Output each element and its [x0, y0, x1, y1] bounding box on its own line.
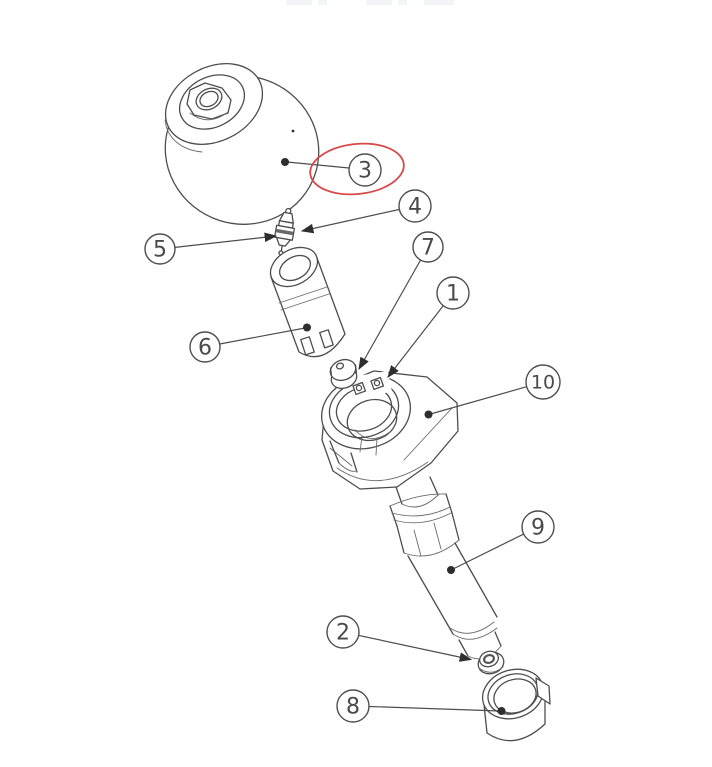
highlight-ellipse	[309, 142, 405, 196]
part-end-cap	[481, 668, 551, 742]
leader-line-7	[358, 259, 422, 371]
leader-line-5	[174, 232, 278, 248]
cropped-text-remnant	[286, 0, 454, 5]
part-washer	[477, 650, 505, 675]
part-snap-ring	[328, 371, 400, 439]
callout-4: 4	[398, 189, 432, 223]
leader-line-6	[219, 327, 306, 345]
callout-4-label: 4	[408, 195, 422, 220]
leader-lines	[174, 158, 527, 715]
part-knob	[329, 358, 358, 390]
callout-10: 10	[525, 364, 561, 400]
part-valve-core	[273, 207, 296, 256]
callout-6: 6	[189, 331, 221, 363]
leader-line-1	[387, 305, 444, 378]
callout-5: 5	[144, 233, 176, 265]
part-sleeve	[269, 246, 346, 358]
leader-line-8	[368, 705, 501, 712]
leader-line-4	[300, 208, 400, 234]
callout-3-label: 3	[358, 159, 372, 184]
callout-2-label: 2	[336, 621, 350, 646]
leader-dot-9	[447, 566, 455, 574]
callout-7: 7	[412, 231, 444, 263]
callout-8: 8	[336, 689, 370, 723]
leader-dot-3	[281, 158, 289, 166]
leader-dot-10	[424, 410, 433, 419]
leader-line-2	[358, 634, 473, 662]
callout-1-label: 1	[446, 282, 460, 307]
leader-line-9	[452, 533, 524, 570]
leader-line-10	[430, 386, 527, 415]
callout-9: 9	[521, 510, 555, 544]
callout-5-label: 5	[153, 238, 167, 263]
callout-8-label: 8	[346, 695, 360, 720]
callout-1: 1	[436, 276, 470, 310]
leader-dot-8	[497, 707, 506, 715]
part-dome-cap	[164, 63, 320, 225]
leader-dot-6	[303, 323, 311, 332]
callout-6-label: 6	[198, 336, 212, 361]
callout-9-label: 9	[531, 516, 545, 541]
callout-7-label: 7	[421, 236, 435, 261]
part-lower-barrel	[389, 493, 502, 660]
leader-line-3	[286, 161, 350, 169]
callout-10-label: 10	[531, 372, 555, 394]
callout-2: 2	[326, 615, 360, 649]
callout-3: 3	[348, 153, 382, 187]
